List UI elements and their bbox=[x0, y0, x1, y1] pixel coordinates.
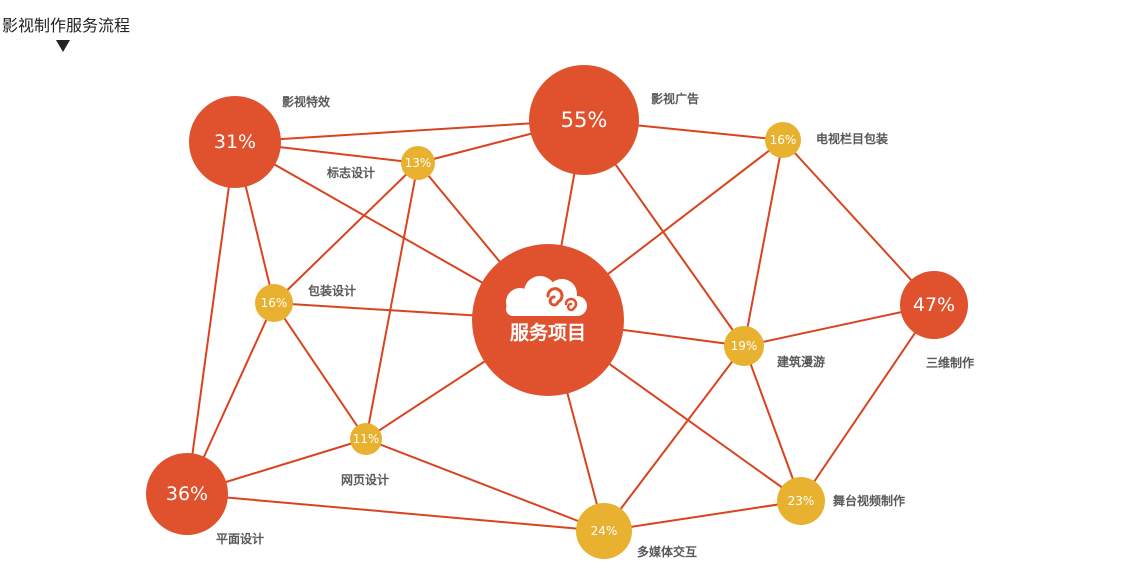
node-circle bbox=[900, 271, 968, 339]
node-percent: 19% bbox=[731, 339, 758, 353]
connection-line bbox=[743, 345, 802, 502]
node-label: 影视广告 bbox=[651, 91, 699, 106]
service-node-duomeiti-jiaohu: 24% 多媒体交互 bbox=[576, 503, 697, 559]
service-node-biaozhi-sheji: 13% 标志设计 bbox=[326, 146, 435, 180]
node-percent: 23% bbox=[788, 494, 815, 508]
node-label: 舞台视频制作 bbox=[832, 493, 905, 508]
node-label: 建筑漫游 bbox=[776, 354, 825, 369]
node-label: 电视栏目包装 bbox=[816, 131, 888, 146]
connection-line bbox=[186, 141, 236, 495]
connection-line bbox=[365, 438, 605, 532]
node-circle bbox=[146, 453, 228, 535]
service-node-baozhuang-sheji: 16% 包装设计 bbox=[255, 283, 356, 322]
down-arrow-icon bbox=[56, 40, 70, 52]
service-node-yingshi-guanggao: 55% 影视广告 bbox=[529, 65, 699, 175]
node-percent: 16% bbox=[770, 133, 797, 147]
node-percent: 31% bbox=[214, 131, 256, 153]
connection-line bbox=[800, 304, 935, 502]
node-circle bbox=[777, 477, 825, 525]
service-node-yingshi-texiao: 31% 影视特效 bbox=[189, 94, 331, 188]
node-circle bbox=[576, 503, 632, 559]
node-percent: 16% bbox=[261, 296, 288, 310]
service-node-wangye-sheji: 11% 网页设计 bbox=[341, 423, 389, 487]
node-label: 平面设计 bbox=[216, 531, 264, 546]
connection-line bbox=[603, 345, 745, 532]
node-circle bbox=[350, 423, 382, 455]
center-node: 服务项目 bbox=[472, 244, 624, 396]
node-circle bbox=[255, 284, 293, 322]
connection-line bbox=[743, 139, 784, 347]
node-label: 三维制作 bbox=[926, 355, 974, 370]
service-node-wutai-shipin: 23% 舞台视频制作 bbox=[777, 477, 905, 525]
node-percent: 24% bbox=[591, 524, 618, 538]
connection-line bbox=[782, 139, 935, 306]
center-circle bbox=[472, 244, 624, 396]
connection-line bbox=[273, 162, 419, 304]
node-percent: 36% bbox=[166, 483, 208, 505]
node-percent: 47% bbox=[913, 294, 955, 316]
node-percent: 13% bbox=[405, 156, 432, 170]
service-node-pingmian-sheji: 36% 平面设计 bbox=[146, 453, 264, 546]
node-label: 包装设计 bbox=[307, 283, 356, 298]
node-label: 网页设计 bbox=[341, 472, 389, 487]
node-circle bbox=[401, 146, 435, 180]
service-node-dianshi-lanmu: 16% 电视栏目包装 bbox=[765, 122, 888, 158]
service-node-sanwei-zhizuo: 47% 三维制作 bbox=[900, 271, 974, 370]
service-nodes: 31% 影视特效 55% 影视广告 13% 标志设计 16% 电视栏目包装 16% 包装设计 47%… bbox=[146, 65, 974, 559]
connection-line bbox=[603, 500, 802, 532]
connection-line bbox=[234, 119, 585, 143]
node-circle bbox=[189, 96, 281, 188]
node-circle bbox=[724, 326, 764, 366]
node-percent: 11% bbox=[353, 432, 380, 446]
top-band bbox=[0, 0, 1138, 40]
node-circle bbox=[529, 65, 639, 175]
connection-line bbox=[186, 493, 605, 532]
center-label: 服务项目 bbox=[510, 321, 586, 344]
cloud-icon bbox=[506, 276, 587, 316]
node-percent: 55% bbox=[561, 108, 608, 132]
page-title: 影视制作服务流程 bbox=[2, 16, 131, 35]
node-circle bbox=[765, 122, 801, 158]
connection-line bbox=[365, 162, 419, 440]
node-label: 标志设计 bbox=[326, 165, 375, 180]
service-node-jianzhu-manyou: 19% 建筑漫游 bbox=[724, 326, 825, 369]
node-label: 影视特效 bbox=[282, 94, 331, 109]
connection-line bbox=[273, 302, 367, 440]
node-label: 多媒体交互 bbox=[637, 544, 697, 559]
